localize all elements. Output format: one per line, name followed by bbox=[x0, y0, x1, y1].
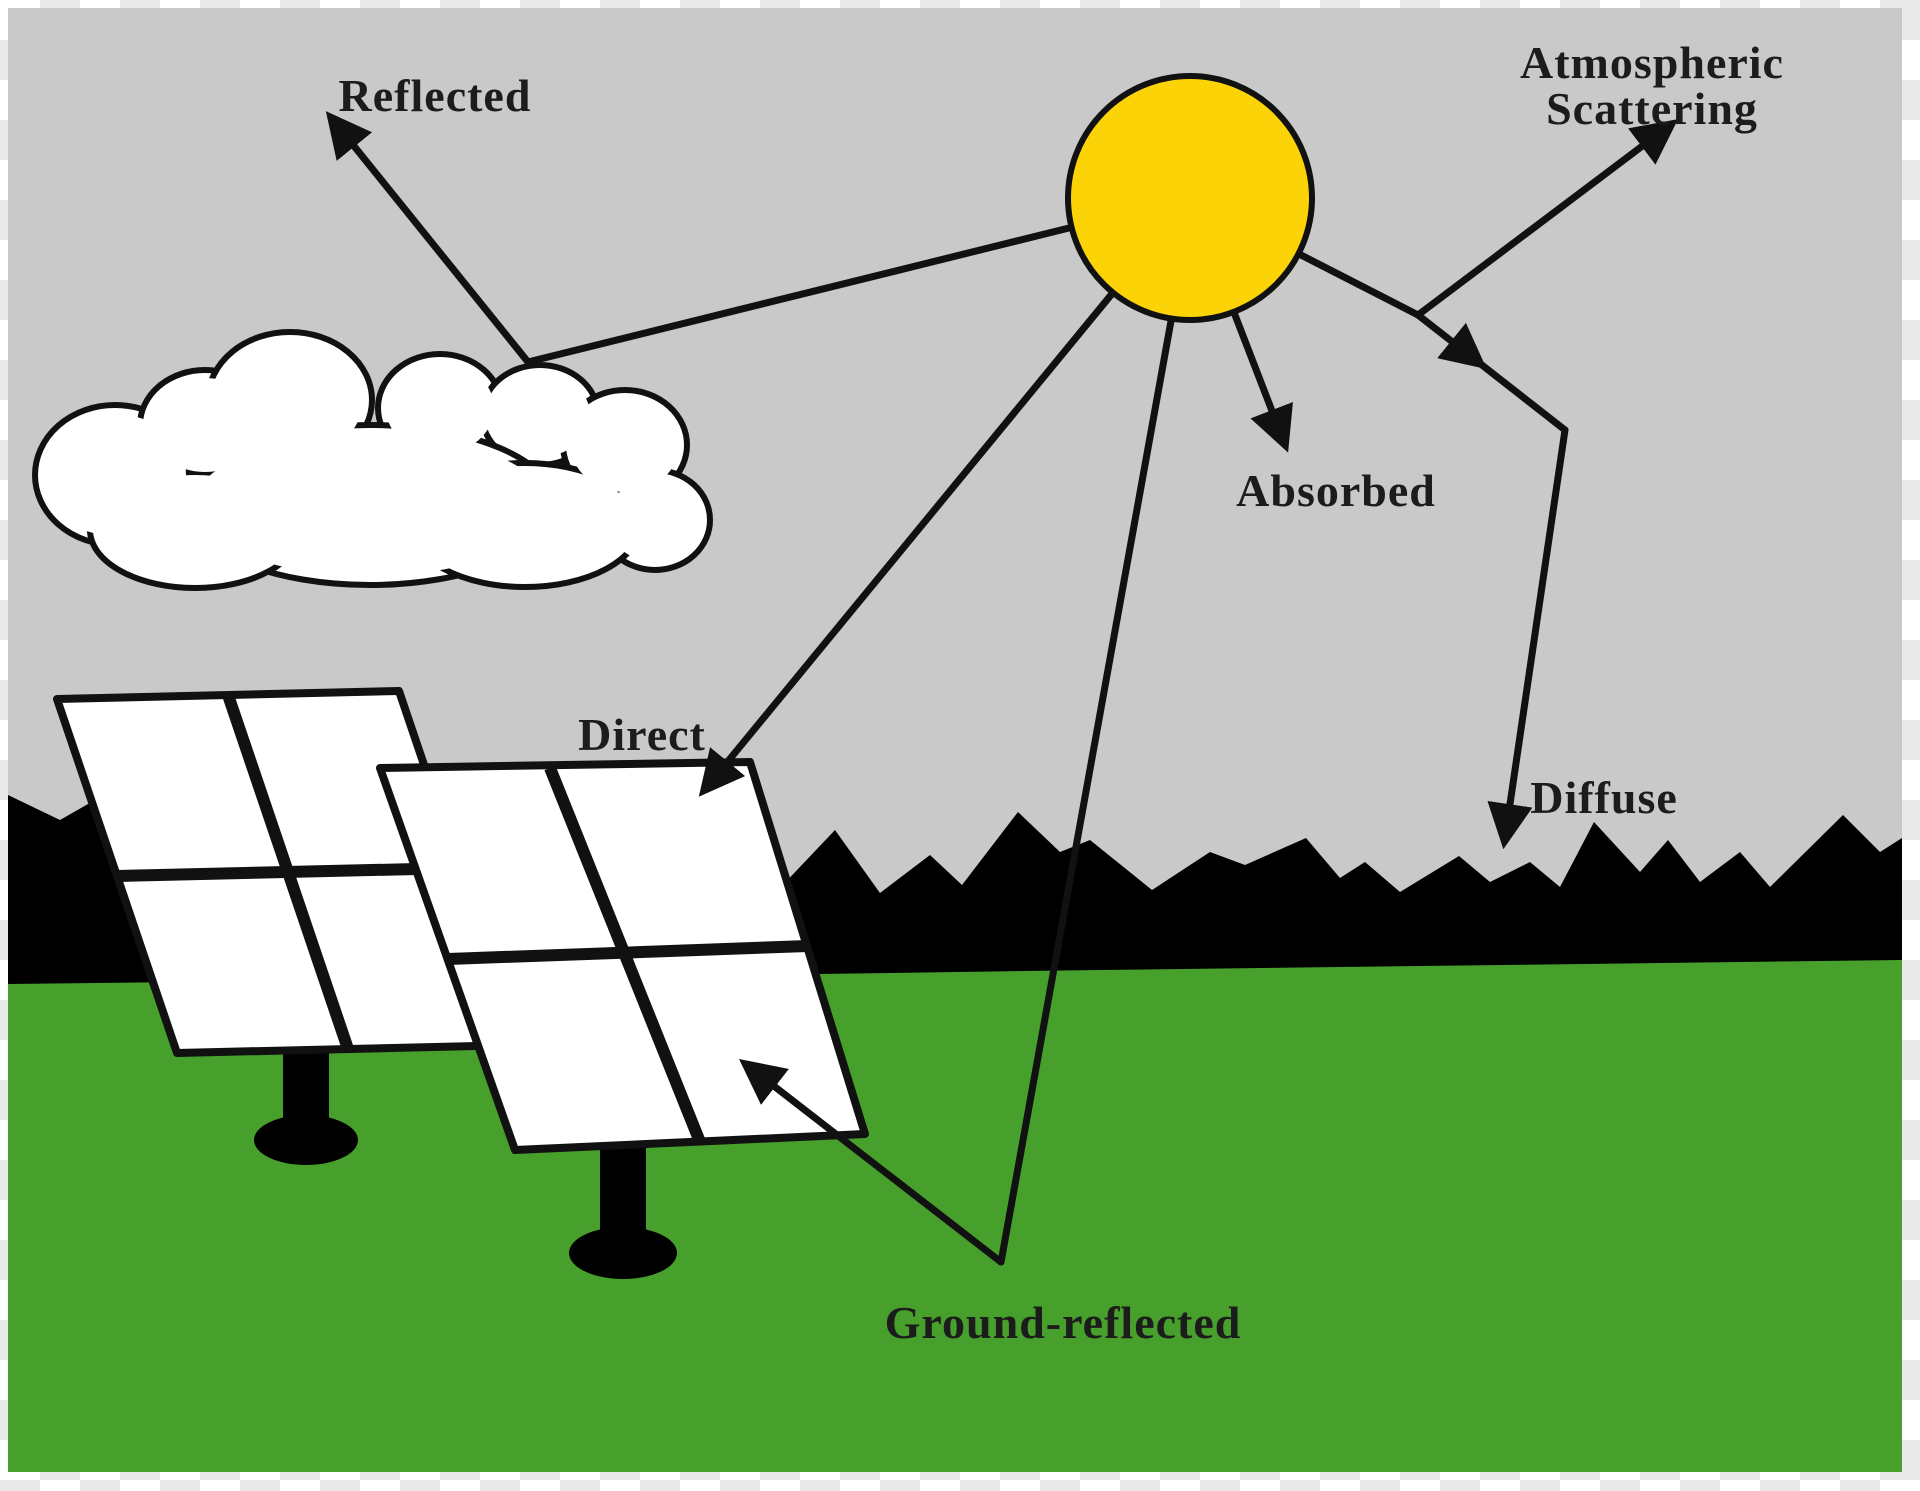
atmospheric-scattering-label-line2: Scattering bbox=[1546, 83, 1758, 134]
grass bbox=[8, 960, 1902, 1472]
back-panel-horizontal-divider bbox=[116, 862, 460, 882]
cloud bbox=[32, 329, 713, 591]
direct-label: Direct bbox=[578, 709, 706, 760]
scatter-mid-arrow bbox=[1437, 322, 1487, 370]
ground-reflected-label: Ground-reflected bbox=[885, 1297, 1242, 1348]
radiation-rays bbox=[325, 111, 1679, 1266]
front-panel-horizontal-divider bbox=[447, 940, 809, 965]
diffuse-label: Diffuse bbox=[1530, 772, 1678, 823]
front-panel-base bbox=[569, 1227, 677, 1279]
reflected-arrow bbox=[325, 111, 532, 366]
sun-to-ground-ray bbox=[997, 317, 1175, 1266]
atmospheric-scattering-label-line1: Atmospheric bbox=[1520, 37, 1784, 88]
sun-to-cloud-ray bbox=[524, 224, 1073, 366]
diffuse-arrow bbox=[1487, 426, 1569, 850]
back-panel-base bbox=[254, 1115, 358, 1165]
reflected-label: Reflected bbox=[339, 70, 532, 121]
atmospheric-scattering-arrow bbox=[1414, 119, 1679, 319]
absorbed-arrow bbox=[1231, 311, 1293, 453]
direct-arrow bbox=[698, 291, 1115, 797]
front-solar-panel bbox=[376, 758, 869, 1154]
absorbed-label: Absorbed bbox=[1236, 465, 1436, 516]
sun-to-scatter-ray bbox=[1297, 251, 1422, 319]
cloud-core bbox=[44, 341, 702, 579]
panel-stands bbox=[254, 1045, 677, 1279]
ground-reflected-arrow bbox=[739, 1059, 1005, 1266]
sun-icon bbox=[1065, 73, 1315, 323]
